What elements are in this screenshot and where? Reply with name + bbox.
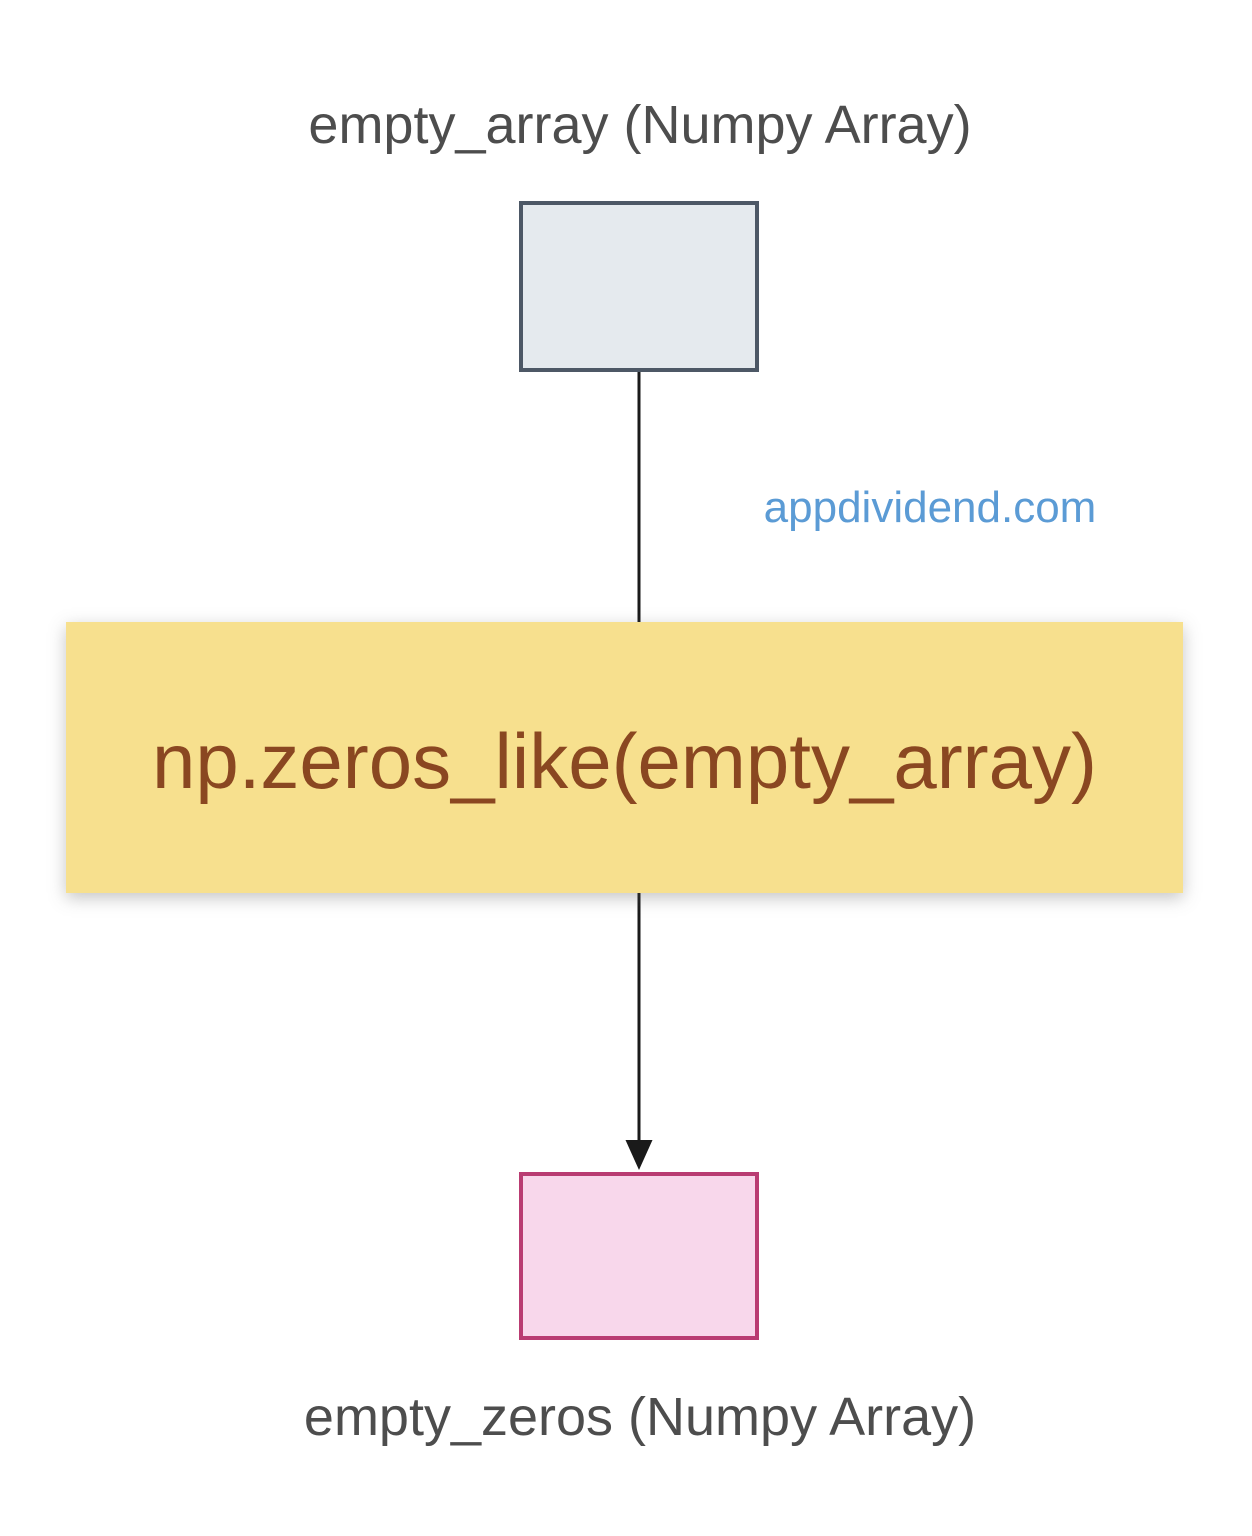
- output-array-label: empty_zeros (Numpy Array): [303, 1387, 977, 1447]
- watermark-text: appdividend.com: [763, 483, 1097, 532]
- operation-label: np.zeros_like(empty_array): [151, 716, 1098, 805]
- input-array-box: [519, 201, 759, 372]
- operation-banner: np.zeros_like(empty_array): [66, 622, 1183, 893]
- input-array-label: empty_array (Numpy Array): [308, 95, 972, 155]
- output-array-box: [519, 1172, 759, 1340]
